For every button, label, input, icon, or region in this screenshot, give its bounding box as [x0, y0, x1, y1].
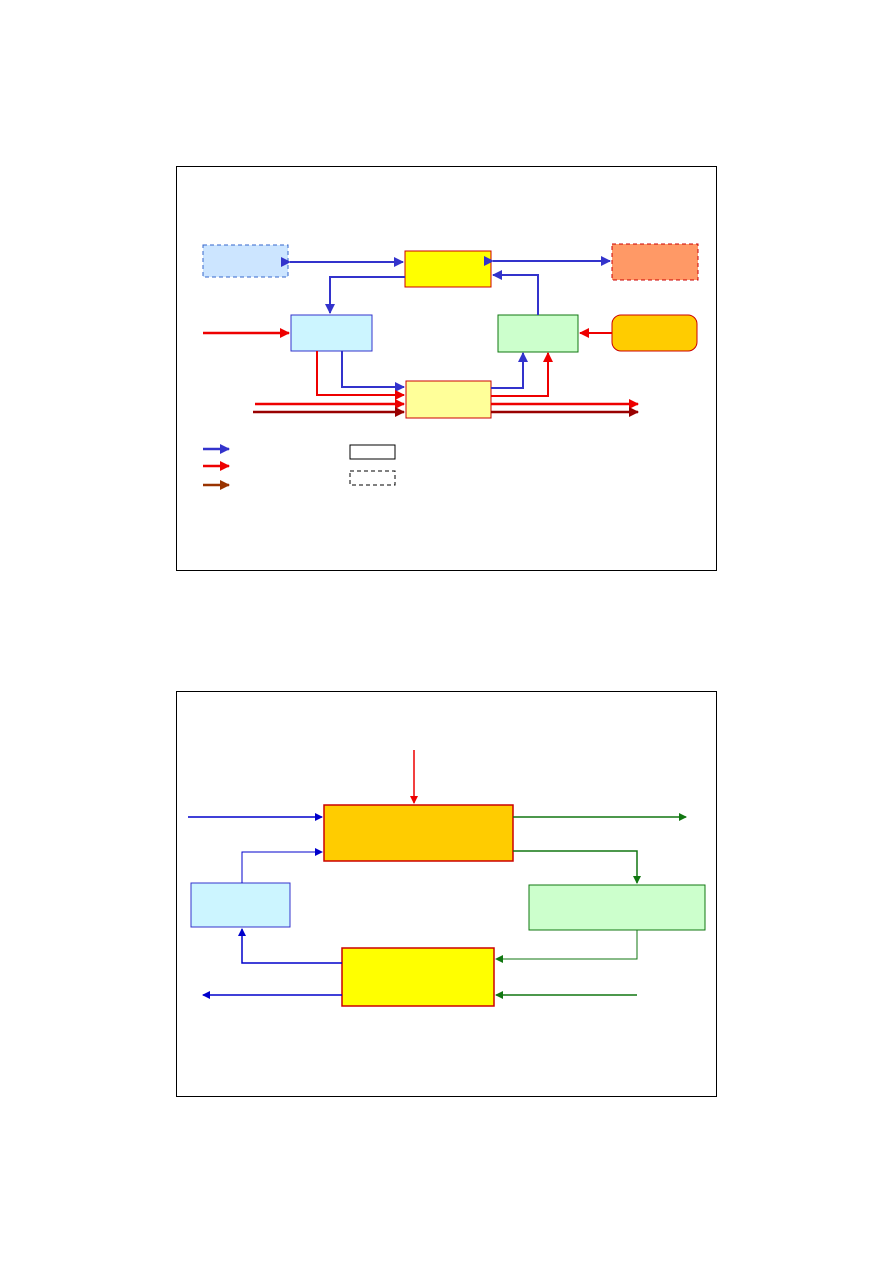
box-top-right-dashed: [611, 243, 699, 281]
box-top-left-dashed: [202, 244, 289, 278]
legend-dashed-box: [349, 470, 396, 486]
box-left-light-blue: [190, 882, 291, 928]
arrow-middle-right-to-top-center: [492, 270, 539, 315]
box-right-rounded: [611, 314, 698, 352]
legend-solid-box: [349, 444, 396, 460]
arrow-middle-left-to-bottom-red: [316, 351, 405, 400]
box-right-light-green: [528, 884, 706, 931]
arrow-bottom-yellow-to-left-box: [238, 928, 342, 964]
arrow-bottom-to-middle-right-blue: [491, 352, 528, 389]
arrow-top-orange-to-right-box: [513, 850, 641, 884]
box-middle-right: [497, 314, 579, 353]
box-middle-left: [290, 314, 373, 352]
box-top-center: [404, 250, 492, 288]
arrow-left-box-to-top-orange: [241, 848, 323, 883]
diagram-1-frame: [176, 166, 717, 571]
arrow-right-box-to-bottom-yellow: [495, 930, 638, 963]
box-bottom-center: [405, 380, 492, 419]
arrow-top-center-to-middle-left: [325, 276, 405, 314]
arrow-bottom-to-middle-right-red: [491, 352, 553, 397]
arrow-middle-left-to-bottom: [341, 351, 405, 392]
box-top-orange: [323, 804, 514, 862]
box-bottom-yellow: [341, 947, 495, 1007]
